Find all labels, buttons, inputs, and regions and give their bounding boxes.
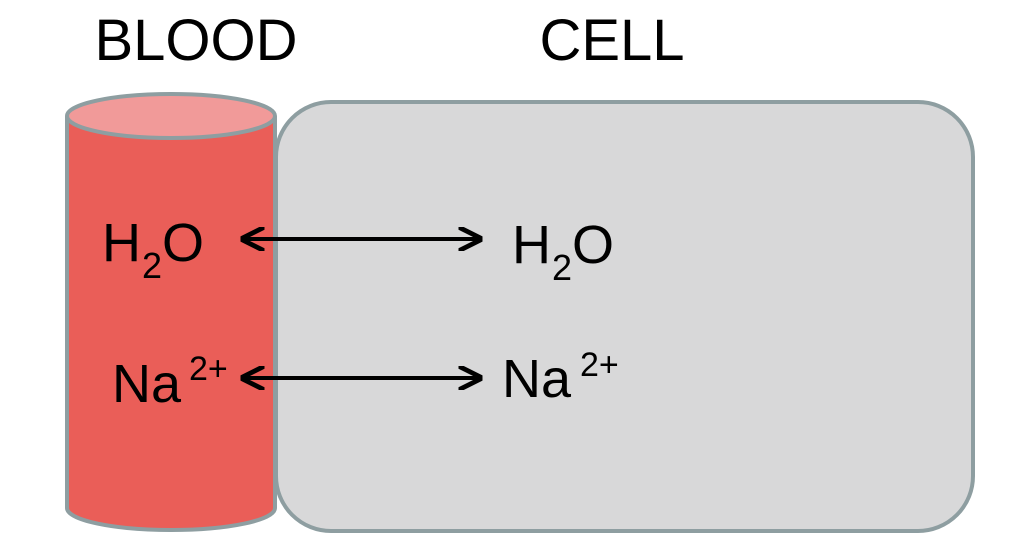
blood-water-o: O (162, 213, 204, 273)
blood-sodium-label: Na 2+ (112, 350, 228, 414)
blood-water-label: H 2 O (102, 213, 204, 286)
cell-body (274, 100, 975, 533)
cell-water-subscript: 2 (552, 247, 572, 288)
blood-vessel-top (65, 92, 277, 140)
cell-water-label: H 2 O (512, 215, 614, 288)
cell-sodium-superscript: 2+ (580, 346, 619, 384)
blood-water-subscript: 2 (142, 245, 162, 286)
blood-title: BLOOD (94, 8, 297, 73)
cell-sodium-label: Na 2+ (502, 346, 619, 409)
blood-vessel (65, 92, 277, 532)
blood-sodium-base: Na (112, 354, 182, 414)
cell-sodium-base: Na (502, 349, 572, 409)
blood-vessel-body (65, 116, 277, 532)
blood-sodium-superscript: 2+ (189, 350, 228, 388)
cell-water-o: O (572, 215, 614, 275)
cell-title: CELL (539, 8, 684, 73)
cell-water-h: H (512, 215, 551, 275)
blood-water-h: H (102, 213, 141, 273)
